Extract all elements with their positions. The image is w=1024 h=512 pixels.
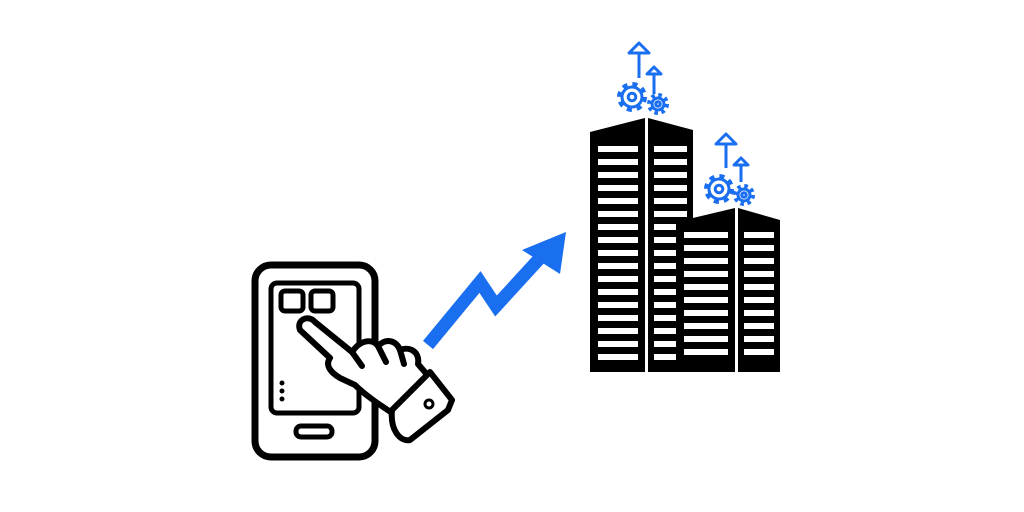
window-stripe [598, 146, 638, 152]
window-stripe [744, 297, 774, 303]
window-stripe [598, 198, 638, 204]
window-stripe [744, 323, 774, 329]
window-stripe [598, 185, 638, 191]
window-stripe [654, 354, 687, 360]
window-stripe [744, 310, 774, 316]
gears-and-arrows [617, 41, 755, 206]
window-stripe [598, 354, 638, 360]
window-stripe [684, 297, 728, 303]
window-stripe [654, 146, 687, 152]
up-arrow-icon [627, 41, 651, 78]
short-building [676, 208, 780, 372]
tall-building [590, 118, 693, 372]
window-stripe [598, 250, 638, 256]
window-stripe [598, 263, 638, 269]
gear-icon [617, 82, 647, 112]
window-stripe [654, 237, 687, 243]
up-arrow-icon [732, 156, 750, 182]
window-stripe [654, 250, 687, 256]
window-stripe [684, 232, 728, 238]
window-stripe [654, 341, 687, 347]
window-stripe [744, 349, 774, 355]
window-stripe [654, 302, 687, 308]
window-stripe [654, 211, 687, 217]
window-stripe [654, 159, 687, 165]
window-stripe [598, 315, 638, 321]
window-stripe [684, 284, 728, 290]
window-stripe [744, 258, 774, 264]
window-stripe [684, 336, 728, 342]
window-stripe [744, 271, 774, 277]
growth-arrow-icon [422, 232, 566, 350]
window-stripe [598, 302, 638, 308]
gear-icon [733, 184, 755, 206]
window-stripe [684, 271, 728, 277]
window-stripe [654, 289, 687, 295]
window-stripe [654, 198, 687, 204]
window-stripe [684, 349, 728, 355]
up-arrow-icon [645, 65, 663, 94]
gear-icon [704, 174, 734, 204]
window-stripe [654, 224, 687, 230]
window-stripe [654, 276, 687, 282]
up-arrow-icon [714, 132, 738, 168]
window-stripe [654, 263, 687, 269]
window-stripe [684, 258, 728, 264]
window-stripe [598, 211, 638, 217]
gear-icon [647, 93, 669, 115]
window-stripe [684, 323, 728, 329]
window-stripe [744, 245, 774, 251]
window-stripe [684, 245, 728, 251]
window-stripe [598, 341, 638, 347]
window-stripe [598, 276, 638, 282]
window-stripe [744, 232, 774, 238]
window-stripe [598, 328, 638, 334]
window-stripe [598, 237, 638, 243]
window-stripe [744, 336, 774, 342]
window-stripe [598, 172, 638, 178]
window-stripe [598, 159, 638, 165]
window-stripe [654, 328, 687, 334]
window-stripe [684, 310, 728, 316]
pointing-hand-icon [296, 315, 455, 444]
window-stripe [654, 185, 687, 191]
window-stripe [654, 315, 687, 321]
office-buildings-icon [590, 118, 780, 372]
window-stripe [654, 172, 687, 178]
window-stripe [598, 224, 638, 230]
window-stripe [598, 289, 638, 295]
window-stripe [744, 284, 774, 290]
